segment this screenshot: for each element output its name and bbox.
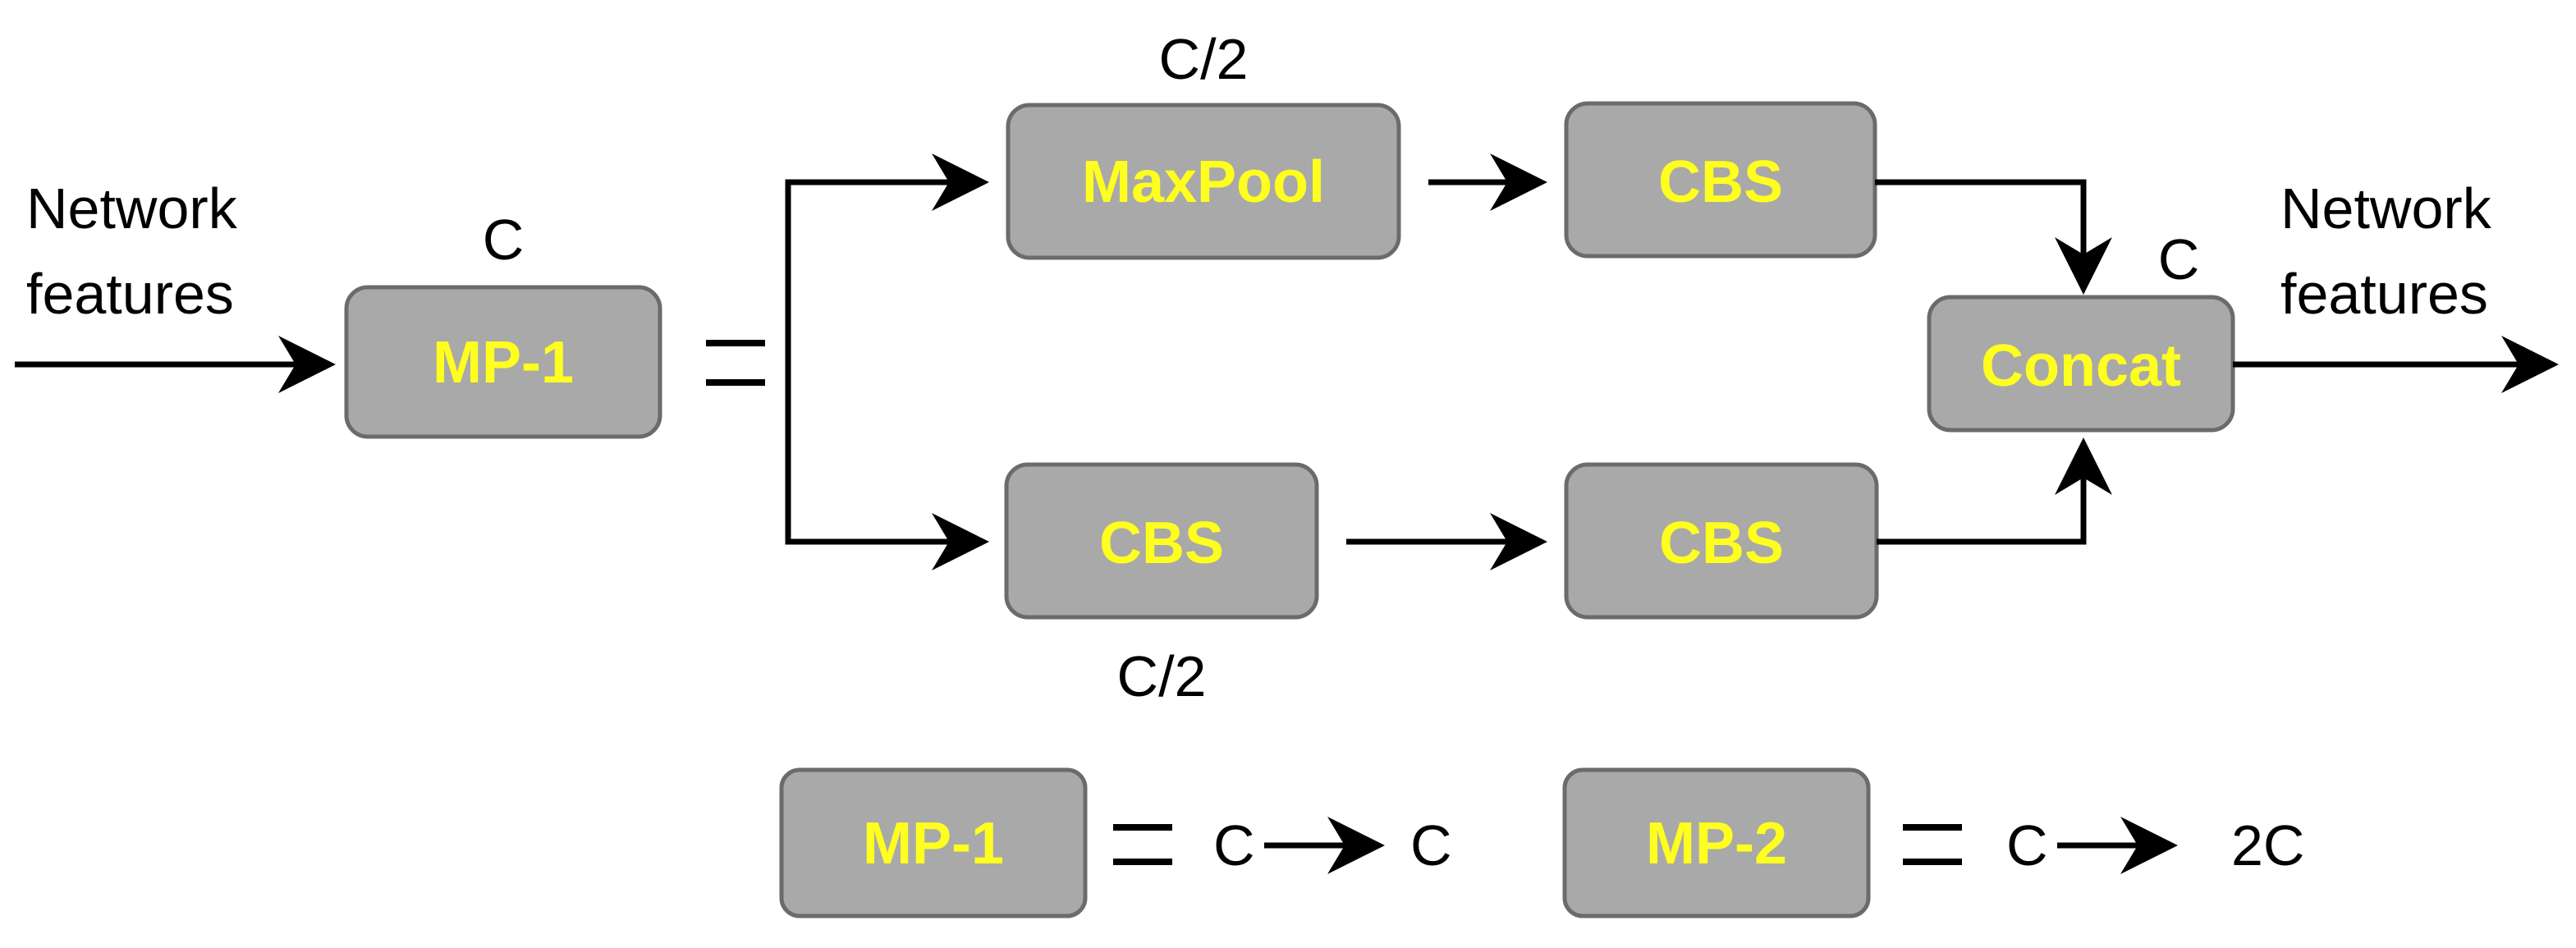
legend-mp2-block-label: MP-2 [1646, 811, 1787, 877]
mp1-channel-label: C [483, 208, 525, 272]
maxpool-block-label: MaxPool [1082, 149, 1325, 215]
input-label-line1: Network [26, 176, 238, 240]
legend-mp1-from: C [1213, 813, 1255, 877]
cbs-top-block: CBS [1564, 101, 1877, 259]
cbs-bottom-channel-label: C/2 [1117, 644, 1207, 708]
maxpool-block: MaxPool [1006, 103, 1401, 260]
legend-mp1: MP-1 C C [779, 767, 1452, 918]
cbs-bottom-right-block: CBS [1564, 462, 1879, 620]
maxpool-channel-label: C/2 [1159, 27, 1249, 91]
legend-mp2-to: 2C [2231, 813, 2304, 877]
cbs-top-block-label: CBS [1658, 149, 1783, 215]
cbs-bottom-right-block-label: CBS [1659, 511, 1784, 576]
concat-block-label: Concat [1981, 333, 2181, 399]
cbs-bottom-left-block: CBS [1004, 462, 1319, 620]
legend-mp2: MP-2 C 2C [1562, 767, 2304, 918]
concat-block: Concat [1927, 295, 2235, 433]
output-label-line2: features [2280, 262, 2488, 326]
input-label-line2: features [26, 262, 234, 326]
legend-mp2-from: C [2006, 813, 2048, 877]
legend-mp1-to: C [1410, 813, 1452, 877]
split-arrow-bottom [785, 378, 989, 570]
cbs-bottom-to-concat-arrow [1877, 437, 2112, 545]
cbs-bottom-left-block-label: CBS [1099, 511, 1224, 576]
cbs-top-to-concat-arrow [1875, 179, 2112, 295]
output-label-line1: Network [2280, 176, 2492, 240]
legend-mp1-block-label: MP-1 [863, 811, 1004, 877]
mp1-block-label: MP-1 [433, 330, 574, 396]
split-arrow-top [785, 153, 989, 542]
mp1-block: MP-1 [344, 285, 662, 439]
concat-channel-label: C [2158, 227, 2200, 291]
